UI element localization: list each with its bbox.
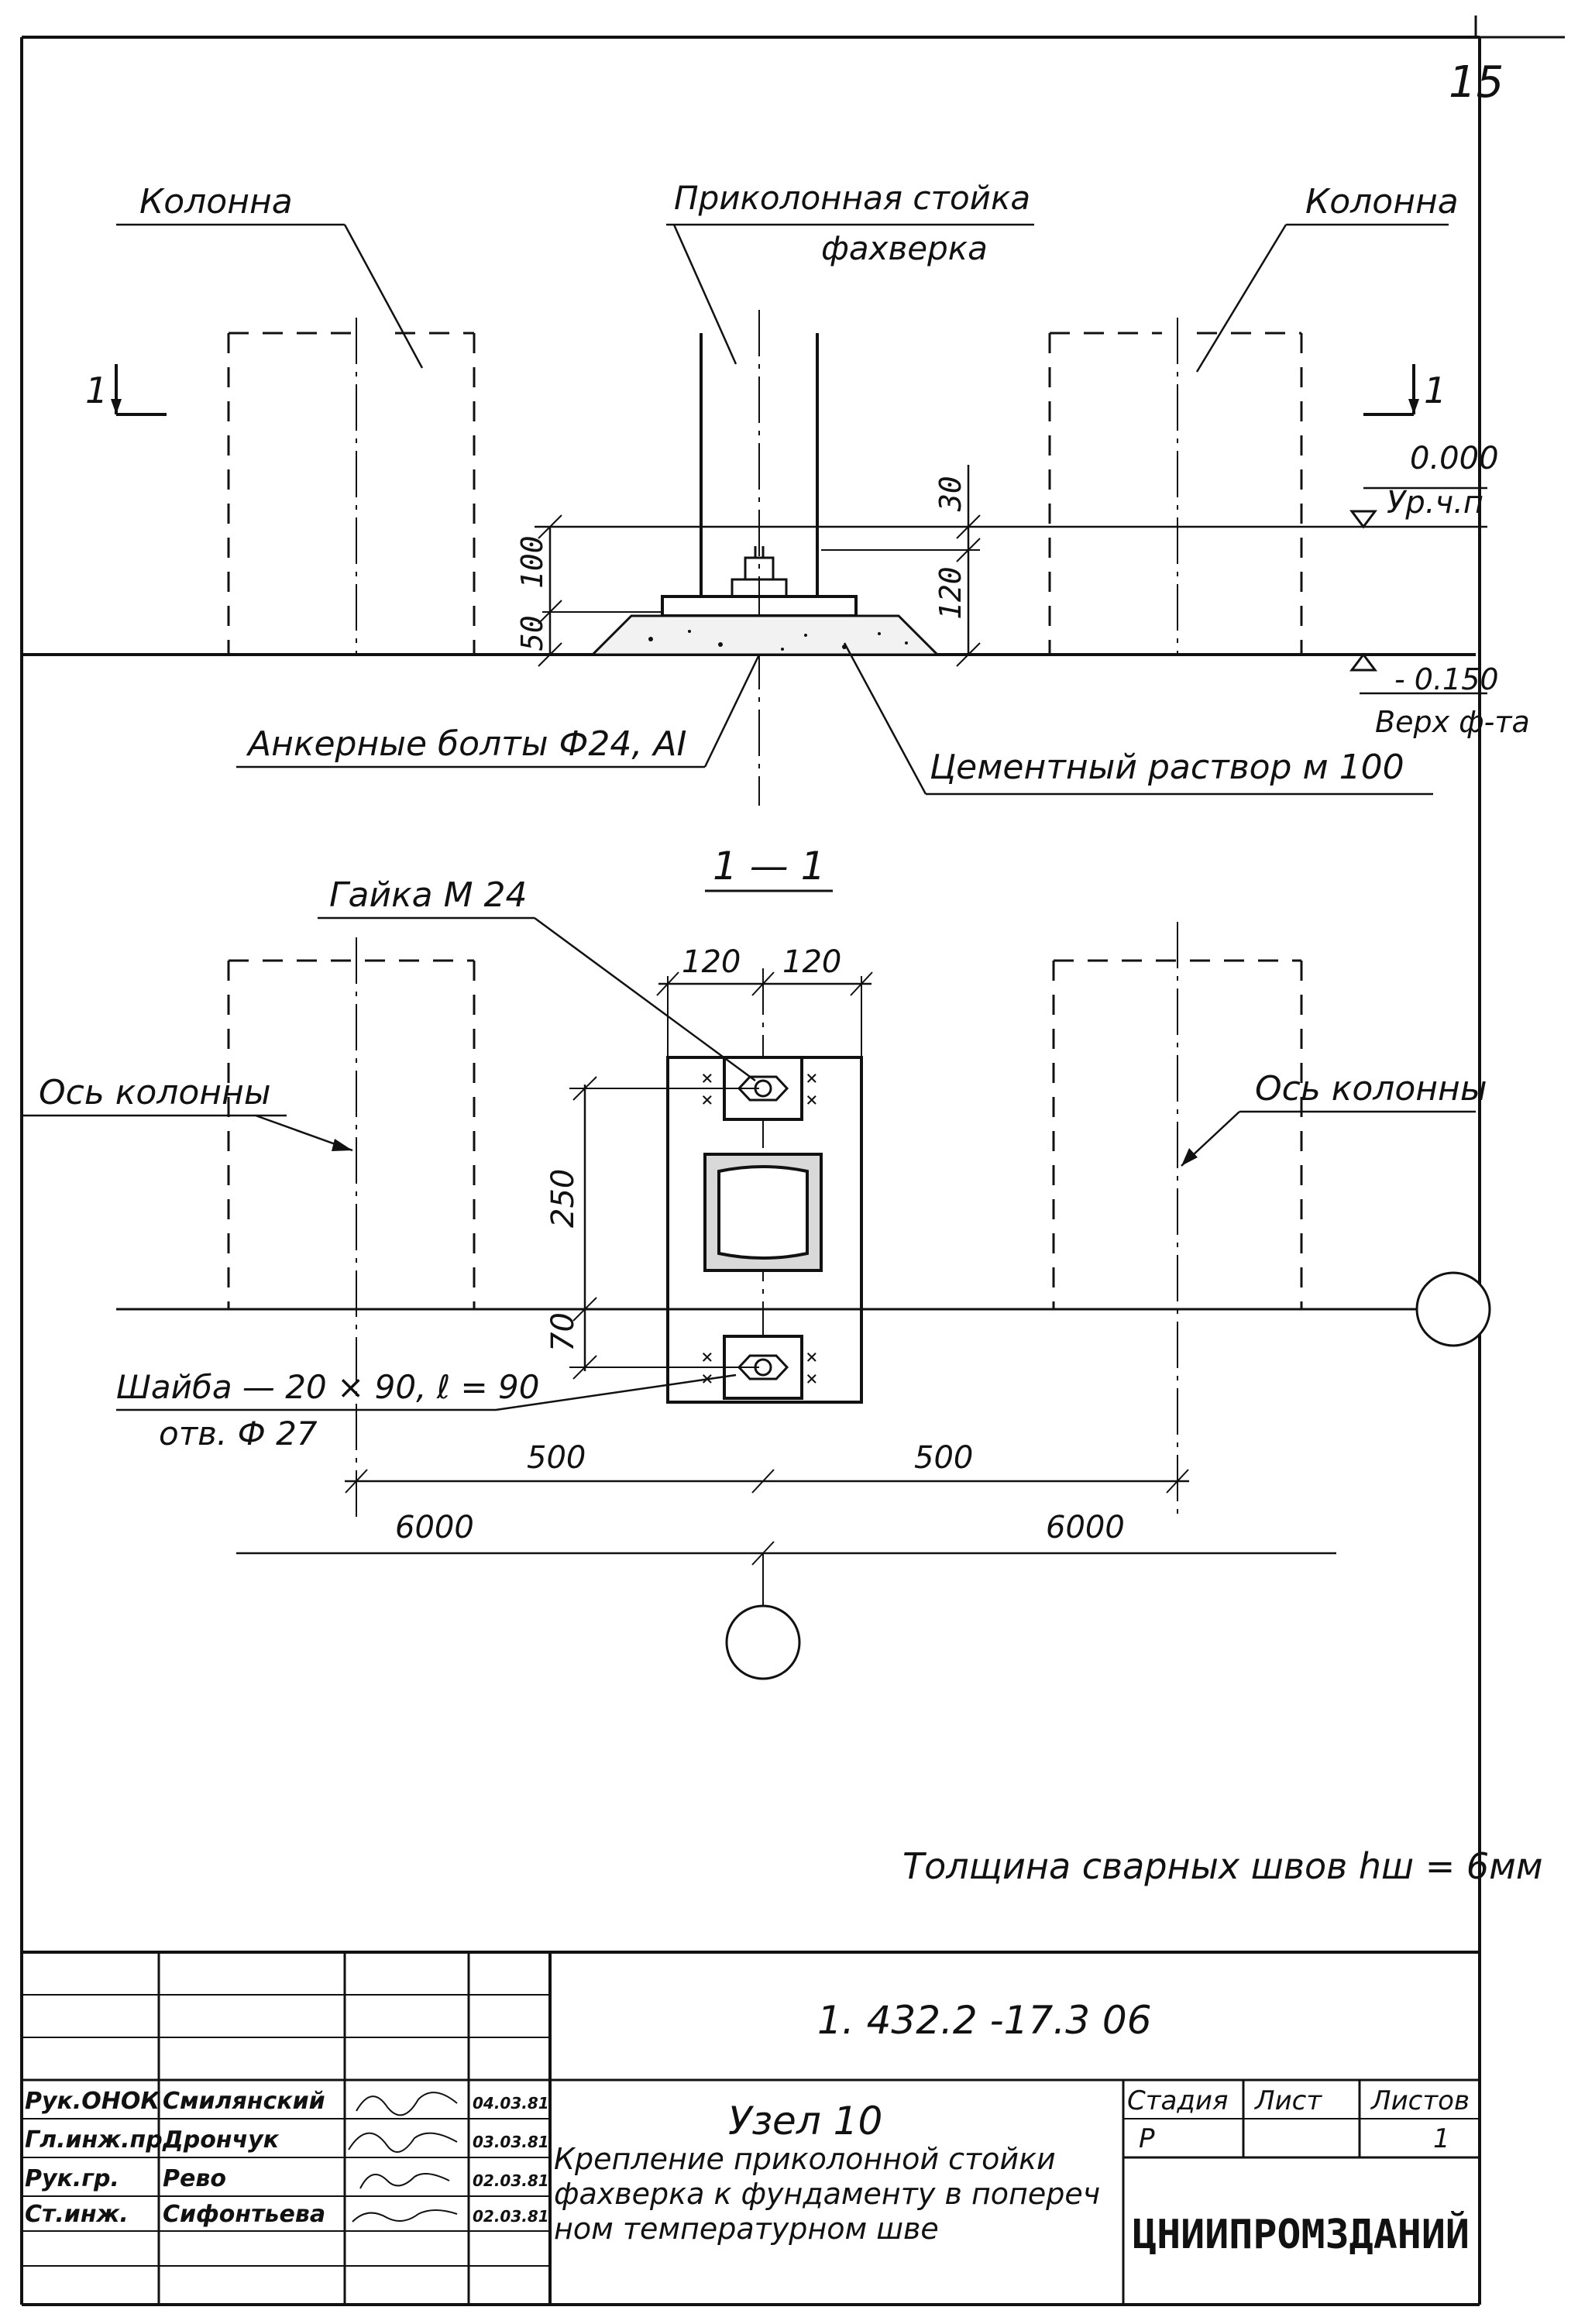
label-axis-left: Ось колонны <box>23 1073 353 1152</box>
svg-text:отв. Ф 27: отв. Ф 27 <box>159 1415 318 1452</box>
sheet-number: 15 <box>1449 57 1504 108</box>
label-axis-right: Ось колонны <box>1181 1069 1487 1167</box>
svg-text:Колонна: Колонна <box>139 182 293 222</box>
svg-text:500: 500 <box>914 1440 973 1476</box>
stage-value: Р <box>1139 2123 1155 2154</box>
dimension-6000-pair: 6000 6000 <box>236 1510 1336 1566</box>
svg-text:×: × <box>701 1346 713 1369</box>
svg-text:50: 50 <box>515 615 549 651</box>
label-column-right: Колонна <box>1195 182 1459 373</box>
people-row: Ст.инж. Сифонтьева 02.03.81 <box>25 2201 549 2228</box>
svg-text:Ст.инж.: Ст.инж. <box>25 2201 129 2228</box>
svg-text:Сифонтьева: Сифонтьева <box>163 2201 325 2228</box>
svg-text:×: × <box>806 1067 818 1090</box>
section-title: 1 — 1 <box>713 844 825 889</box>
section-mark-left: 1 <box>85 364 167 416</box>
svg-text:×: × <box>701 1088 713 1112</box>
svg-text:Верх ф-та: Верх ф-та <box>1375 705 1530 739</box>
label-anchor-bolts: Анкерные болты Ф24, AI <box>236 654 761 768</box>
svg-text:Рук.гр.: Рук.гр. <box>25 2165 119 2192</box>
svg-text:100: 100 <box>515 535 549 589</box>
stage-header: Стадия <box>1127 2085 1228 2116</box>
svg-text:03.03.81: 03.03.81 <box>473 2133 549 2151</box>
svg-text:×: × <box>806 1367 818 1391</box>
svg-text:Шайба — 20 × 90, ℓ = 90: Шайба — 20 × 90, ℓ = 90 <box>116 1368 539 1406</box>
people-row: Гл.инж.пр. Дрончук 03.03.81 <box>25 2126 549 2154</box>
svg-text:Рево: Рево <box>163 2165 226 2192</box>
svg-text:02.03.81: 02.03.81 <box>473 2171 549 2190</box>
organization-name: ЦНИИПРОМЗДАНИЙ <box>1133 2211 1470 2258</box>
svg-text:- 0.150: - 0.150 <box>1394 662 1499 696</box>
description-line: ном температурном шве <box>554 2212 939 2246</box>
level-mark-foundation: - 0.150 Верх ф-та <box>1349 652 1530 739</box>
svg-text:500: 500 <box>527 1440 586 1476</box>
label-nut: Гайка М 24 <box>318 875 756 1082</box>
node-title: Узел 10 <box>728 2099 882 2144</box>
svg-text:фахверка: фахверка <box>821 229 988 267</box>
axis-bubble-bottom <box>725 1604 801 1680</box>
svg-text:04.03.81: 04.03.81 <box>473 2094 549 2113</box>
dimension-500-pair: 500 500 <box>345 1440 1189 1494</box>
svg-text:Приколонная стойка: Приколонная стойка <box>674 179 1030 217</box>
label-column-left: Колонна <box>116 182 424 369</box>
svg-text:Ось колонны: Ось колонны <box>39 1073 271 1112</box>
elevation-view: 1 1 Колонна Приколонная стойка фахверка … <box>22 179 1530 806</box>
cement-mortar-pad <box>590 614 940 656</box>
svg-text:Рук.ОНОК: Рук.ОНОК <box>25 2088 160 2115</box>
column-left <box>227 318 476 655</box>
level-mark-zero: 0.000 Ур.ч.п <box>535 441 1499 529</box>
svg-text:6000: 6000 <box>395 1510 474 1545</box>
sheets-value: 1 <box>1433 2123 1450 2154</box>
svg-text:Смилянский: Смилянский <box>163 2088 325 2115</box>
dimension-right: 30 120 <box>821 465 981 667</box>
section-column-left <box>227 959 476 1309</box>
svg-text:Цементный раствор м 100: Цементный раствор м 100 <box>930 748 1404 787</box>
weld-note: Толщина сварных швов hш = 6мм <box>902 1845 1543 1887</box>
description-line: фахверка к фундаменту в попереч <box>554 2177 1100 2211</box>
label-mortar: Цементный раствор м 100 <box>843 642 1433 796</box>
axis-bubble-right <box>1415 1271 1491 1347</box>
svg-text:250: 250 <box>545 1169 581 1228</box>
section-mark-right: 1 <box>1363 364 1446 416</box>
sheets-header: Листов <box>1370 2085 1470 2116</box>
label-washer: Шайба — 20 × 90, ℓ = 90 отв. Ф 27 <box>116 1368 737 1452</box>
people-row: Рук.гр. Рево 02.03.81 <box>25 2165 549 2192</box>
section-view: 1 — 1 ×× ×× <box>23 844 1491 1680</box>
svg-text:70: 70 <box>545 1312 581 1352</box>
fachwerk-post <box>661 310 858 806</box>
svg-text:0.000: 0.000 <box>1410 441 1499 476</box>
svg-text:Дрончук: Дрончук <box>162 2126 280 2154</box>
svg-text:30: 30 <box>933 476 968 512</box>
svg-text:×: × <box>806 1346 818 1369</box>
description-line: Крепление приколонной стойки <box>554 2142 1056 2176</box>
svg-text:1: 1 <box>85 370 108 411</box>
svg-text:02.03.81: 02.03.81 <box>473 2207 549 2226</box>
dimension-left: 100 50 <box>515 514 662 667</box>
people-row: Рук.ОНОК Смилянский 04.03.81 <box>25 2088 549 2116</box>
svg-text:×: × <box>701 1067 713 1090</box>
svg-text:6000: 6000 <box>1046 1510 1125 1545</box>
label-stoika: Приколонная стойка фахверка <box>666 179 1034 365</box>
svg-text:Анкерные болты Ф24, AI: Анкерные болты Ф24, AI <box>246 724 686 764</box>
svg-text:Ось колонны: Ось колонны <box>1255 1069 1487 1109</box>
dimension-250-70: 250 70 <box>545 1076 759 1380</box>
section-column-right <box>1052 959 1303 1309</box>
svg-text:Гл.инж.пр.: Гл.инж.пр. <box>25 2126 171 2154</box>
sheet-header: Лист <box>1253 2085 1322 2116</box>
dimension-120-pair: 120 120 <box>656 944 873 1057</box>
title-block: 1. 432.2 -17.3 06 Рук.ОНОК Смилянский 04… <box>22 1951 1480 2305</box>
drawing-code: 1. 432.2 -17.3 06 <box>817 1998 1152 2043</box>
svg-text:Гайка М 24: Гайка М 24 <box>329 875 528 915</box>
svg-text:120: 120 <box>682 944 741 980</box>
svg-text:Ур.ч.п: Ур.ч.п <box>1387 485 1483 521</box>
svg-text:×: × <box>806 1088 818 1112</box>
column-right <box>1048 318 1303 655</box>
svg-text:120: 120 <box>782 944 841 980</box>
svg-text:120: 120 <box>933 566 968 620</box>
svg-text:Колонна: Колонна <box>1305 182 1459 222</box>
svg-text:1: 1 <box>1424 370 1446 411</box>
sheet-frame <box>20 15 1565 2306</box>
base-plate-plan: ×× ×× ×× ×× <box>666 1056 863 1404</box>
